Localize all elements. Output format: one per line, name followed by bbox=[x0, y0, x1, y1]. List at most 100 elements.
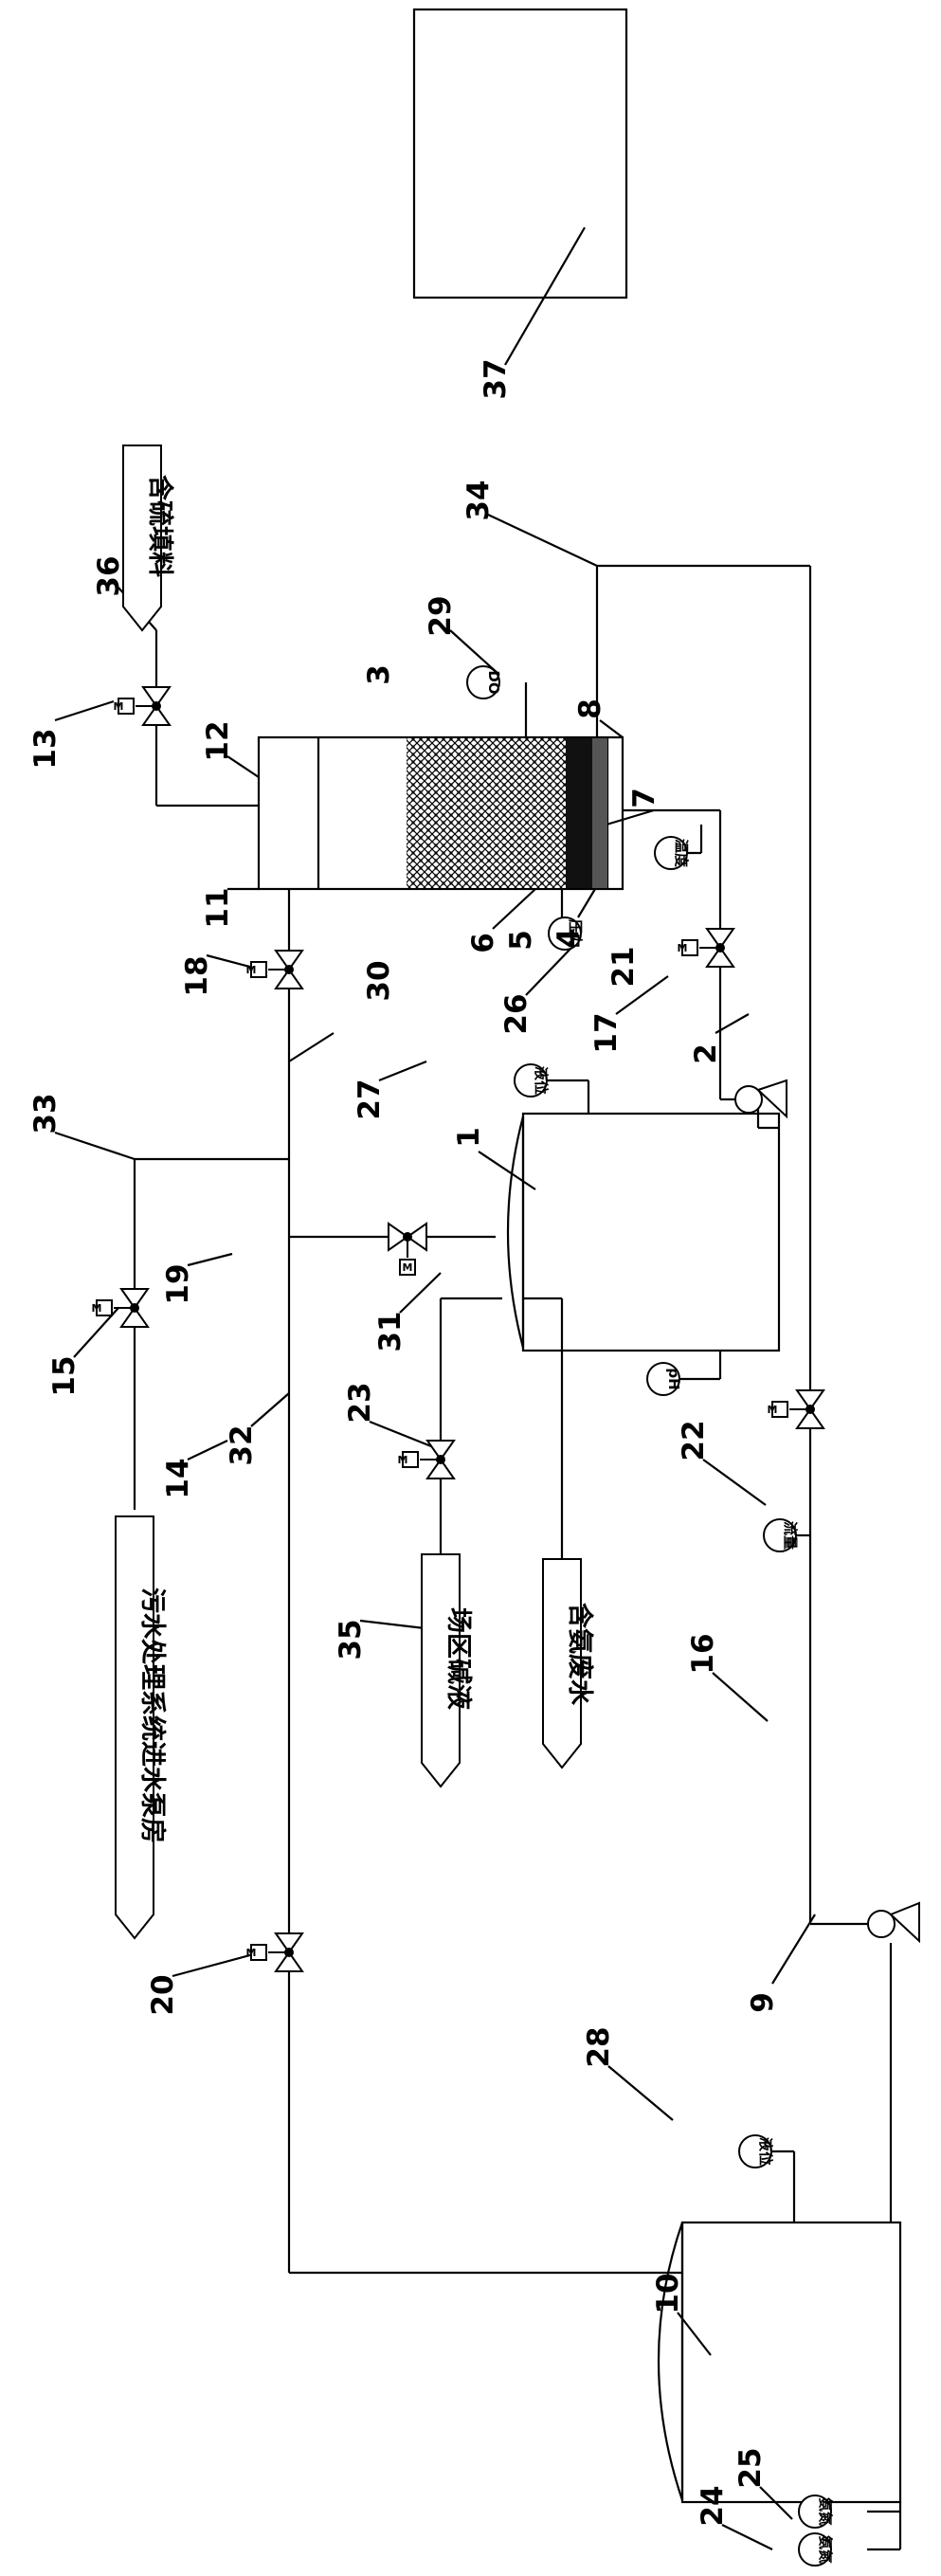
num-25: 25 bbox=[733, 2447, 768, 2488]
valve-19 bbox=[388, 1222, 427, 1276]
valve-13 bbox=[118, 686, 172, 726]
tank-1 bbox=[521, 1112, 781, 1352]
ph-text: pH bbox=[665, 1368, 682, 1389]
ph-sensor-23 bbox=[646, 1362, 680, 1396]
num-35: 35 bbox=[334, 1619, 368, 1660]
valve-m-labels: M M M M M M M M bbox=[92, 700, 778, 1959]
level2-text: 液位 bbox=[757, 2137, 774, 2166]
leader-23 bbox=[369, 1420, 442, 1452]
do-text: DO bbox=[485, 670, 502, 694]
temperature-text: 温度 bbox=[673, 839, 690, 868]
num-30: 30 bbox=[362, 960, 396, 1001]
ammonia-sensor-25 bbox=[798, 2494, 832, 2529]
tag-ammonia-wastewater bbox=[542, 1558, 582, 1769]
valve16-m-text: M bbox=[768, 1404, 778, 1416]
valve-16 bbox=[771, 1389, 825, 1429]
leader-22 bbox=[702, 1459, 767, 1506]
leader-7 bbox=[606, 808, 655, 826]
temperature-sensor-21 bbox=[654, 836, 688, 870]
valve18-m-text: M bbox=[246, 964, 257, 976]
tank10-left-cap bbox=[657, 2222, 684, 2501]
pump-9 bbox=[867, 1901, 920, 1944]
unit-37-box bbox=[412, 8, 628, 299]
valve-20 bbox=[250, 1932, 304, 1972]
tag-sulfur-filler bbox=[122, 444, 162, 632]
leader-32 bbox=[250, 1392, 290, 1427]
flow-tags bbox=[115, 444, 582, 1940]
reactor-column bbox=[257, 735, 624, 891]
valve14-m-text: M bbox=[398, 1454, 408, 1466]
num-28: 28 bbox=[582, 2026, 616, 2067]
pumps bbox=[734, 1079, 920, 1944]
num-4: 4 bbox=[552, 928, 586, 949]
num-3: 3 bbox=[362, 664, 396, 685]
num-16: 16 bbox=[686, 1633, 720, 1674]
leader-33 bbox=[54, 1131, 136, 1161]
num-9: 9 bbox=[746, 1992, 780, 2013]
num-26: 26 bbox=[499, 993, 534, 1034]
ammonia1-text: 氨氮 bbox=[817, 2497, 834, 2526]
leader-4 bbox=[577, 888, 596, 918]
num-21: 21 bbox=[606, 946, 641, 987]
gravel-layer bbox=[592, 738, 607, 888]
leader-26 bbox=[525, 947, 572, 996]
leader-10 bbox=[677, 2312, 712, 2356]
leader-8 bbox=[599, 719, 624, 738]
num-37: 37 bbox=[479, 358, 513, 399]
valve-14 bbox=[402, 1440, 456, 1479]
instruments bbox=[466, 665, 832, 2567]
tank1-left-cap bbox=[506, 1116, 525, 1349]
num-22: 22 bbox=[677, 1420, 711, 1460]
num-1: 1 bbox=[452, 1127, 486, 1148]
leader-12 bbox=[226, 755, 260, 778]
sulfur-filler-label: 含硫填料 bbox=[145, 475, 175, 577]
part-numbers: 37 34 36 29 3 8 12 13 7 11 6 5 4 21 18 3… bbox=[28, 358, 780, 2526]
num-34: 34 bbox=[461, 480, 496, 520]
leader-27 bbox=[378, 1060, 427, 1082]
tag-pump-room bbox=[115, 1515, 154, 1940]
flow-tag-labels: 含硫填料 污水处理系统进水泵房 场区碱液 含氨废水 bbox=[137, 475, 595, 1843]
num-31: 31 bbox=[373, 1311, 407, 1351]
num-8: 8 bbox=[573, 698, 607, 719]
num-14: 14 bbox=[161, 1458, 195, 1498]
num-27: 27 bbox=[353, 1079, 387, 1119]
num-17: 17 bbox=[589, 1012, 624, 1053]
tag-field-alkali bbox=[421, 1553, 461, 1788]
valves bbox=[96, 686, 825, 1972]
num-18: 18 bbox=[180, 955, 214, 996]
num-15: 15 bbox=[47, 1355, 81, 1396]
num-10: 10 bbox=[651, 2273, 685, 2313]
valve20-m-text: M bbox=[246, 1947, 257, 1959]
ammonia-sensor-24 bbox=[798, 2532, 832, 2567]
flow-text: 流量 bbox=[782, 1521, 799, 1550]
valve-18 bbox=[250, 950, 304, 989]
instrument-labels: DO 压力 温度 液位 pH 流量 液位 氨氮 氨氮 bbox=[485, 670, 834, 2564]
num-29: 29 bbox=[424, 595, 458, 636]
pump-room-label: 污水处理系统进水泵房 bbox=[137, 1587, 168, 1843]
valve-15 bbox=[96, 1288, 150, 1328]
num-19: 19 bbox=[161, 1263, 195, 1304]
valve19-m-text: M bbox=[403, 1261, 413, 1274]
ammonia2-text: 氨氮 bbox=[817, 2535, 834, 2564]
num-33: 33 bbox=[28, 1093, 63, 1134]
leader-17-21 bbox=[615, 975, 669, 1015]
pump-2 bbox=[734, 1079, 787, 1119]
leader-24 bbox=[721, 2524, 773, 2550]
leader-34 bbox=[487, 514, 598, 567]
leader-25 bbox=[759, 2486, 793, 2520]
num-32: 32 bbox=[225, 1424, 259, 1465]
field-alkali-label: 场区碱液 bbox=[443, 1607, 473, 1710]
num-6: 6 bbox=[466, 933, 500, 953]
tank-10 bbox=[680, 2221, 902, 2504]
num-23: 23 bbox=[343, 1382, 377, 1423]
leader-30 bbox=[288, 1032, 335, 1062]
level-sensor-28 bbox=[738, 2134, 772, 2168]
leader-13 bbox=[54, 699, 115, 722]
pressure-text: 压力 bbox=[567, 919, 584, 948]
do-meter-29 bbox=[466, 665, 500, 699]
valve15-m-text: M bbox=[92, 1302, 102, 1315]
valve13-m-text: M bbox=[114, 700, 124, 713]
leader-16 bbox=[712, 1672, 769, 1722]
